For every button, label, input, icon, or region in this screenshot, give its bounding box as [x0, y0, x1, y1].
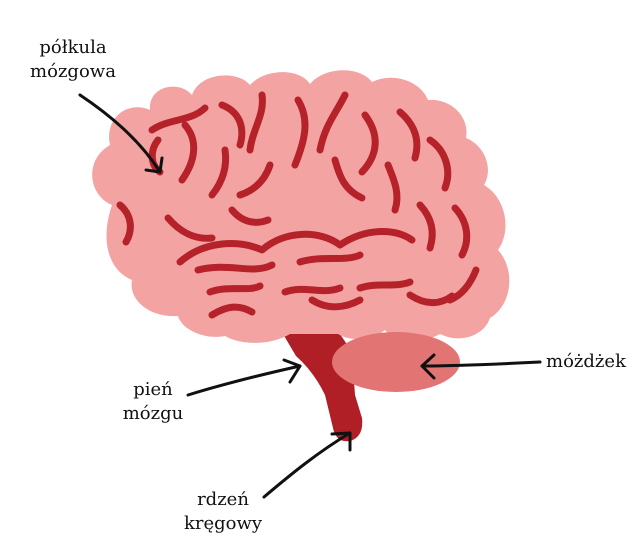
- label-brainstem: pień mózgu: [108, 378, 198, 426]
- fold-23: [296, 251, 364, 266]
- fold-1: [148, 104, 209, 134]
- fold-28: [308, 296, 364, 311]
- fold-18: [416, 201, 436, 252]
- label-spinal-cord-line-2: kręgowy: [183, 513, 263, 534]
- arrow-cerebellum-head: [420, 353, 436, 380]
- fold-10: [426, 136, 452, 192]
- fold-25: [281, 284, 344, 296]
- arrow-hemisphere: [78, 93, 162, 174]
- fold-16: [164, 214, 216, 242]
- fold-19: [451, 204, 471, 259]
- cerebrum: [92, 70, 510, 343]
- fold-29: [406, 291, 456, 307]
- arrow-brainstem: [186, 364, 302, 397]
- fold-7: [316, 91, 349, 154]
- fold-27: [208, 303, 256, 319]
- label-spinal-cord: rdzeń kręgowy: [168, 488, 278, 536]
- arrow-hemisphere-head: [144, 156, 164, 174]
- cerebrum-folds: [116, 91, 480, 319]
- fold-17: [228, 206, 272, 226]
- fold-21: [176, 228, 416, 266]
- fold-8: [358, 111, 379, 176]
- arrows: [78, 93, 542, 499]
- fold-4: [218, 101, 246, 149]
- label-brainstem-line-2: mózgu: [122, 403, 184, 424]
- fold-3: [178, 121, 198, 184]
- fold-26: [356, 278, 414, 292]
- label-cerebellum-line-1: móżdżek: [546, 351, 626, 372]
- label-cerebellum: móżdżek: [540, 350, 632, 374]
- fold-5: [246, 91, 266, 154]
- fold-22: [194, 261, 276, 274]
- label-brainstem-line-1: pień: [133, 379, 173, 400]
- arrow-spinal-cord-head: [330, 431, 352, 452]
- label-hemisphere-line-2: mózgowa: [30, 61, 116, 82]
- fold-12: [236, 161, 274, 199]
- fold-13: [331, 156, 366, 202]
- label-spinal-cord-line-1: rdzeń: [197, 489, 249, 510]
- fold-11: [208, 146, 230, 199]
- arrow-brainstem-head: [282, 358, 302, 384]
- fold-24: [206, 282, 264, 296]
- fold-15: [116, 201, 134, 246]
- fold-6: [291, 96, 309, 169]
- fold-14: [384, 161, 401, 214]
- label-hemisphere: półkula mózgowa: [8, 36, 138, 84]
- arrow-spinal-cord: [262, 431, 352, 499]
- label-hemisphere-line-1: półkula: [39, 37, 107, 58]
- fold-9: [396, 108, 421, 162]
- arrow-cerebellum: [420, 360, 542, 368]
- cerebellum: [332, 332, 460, 392]
